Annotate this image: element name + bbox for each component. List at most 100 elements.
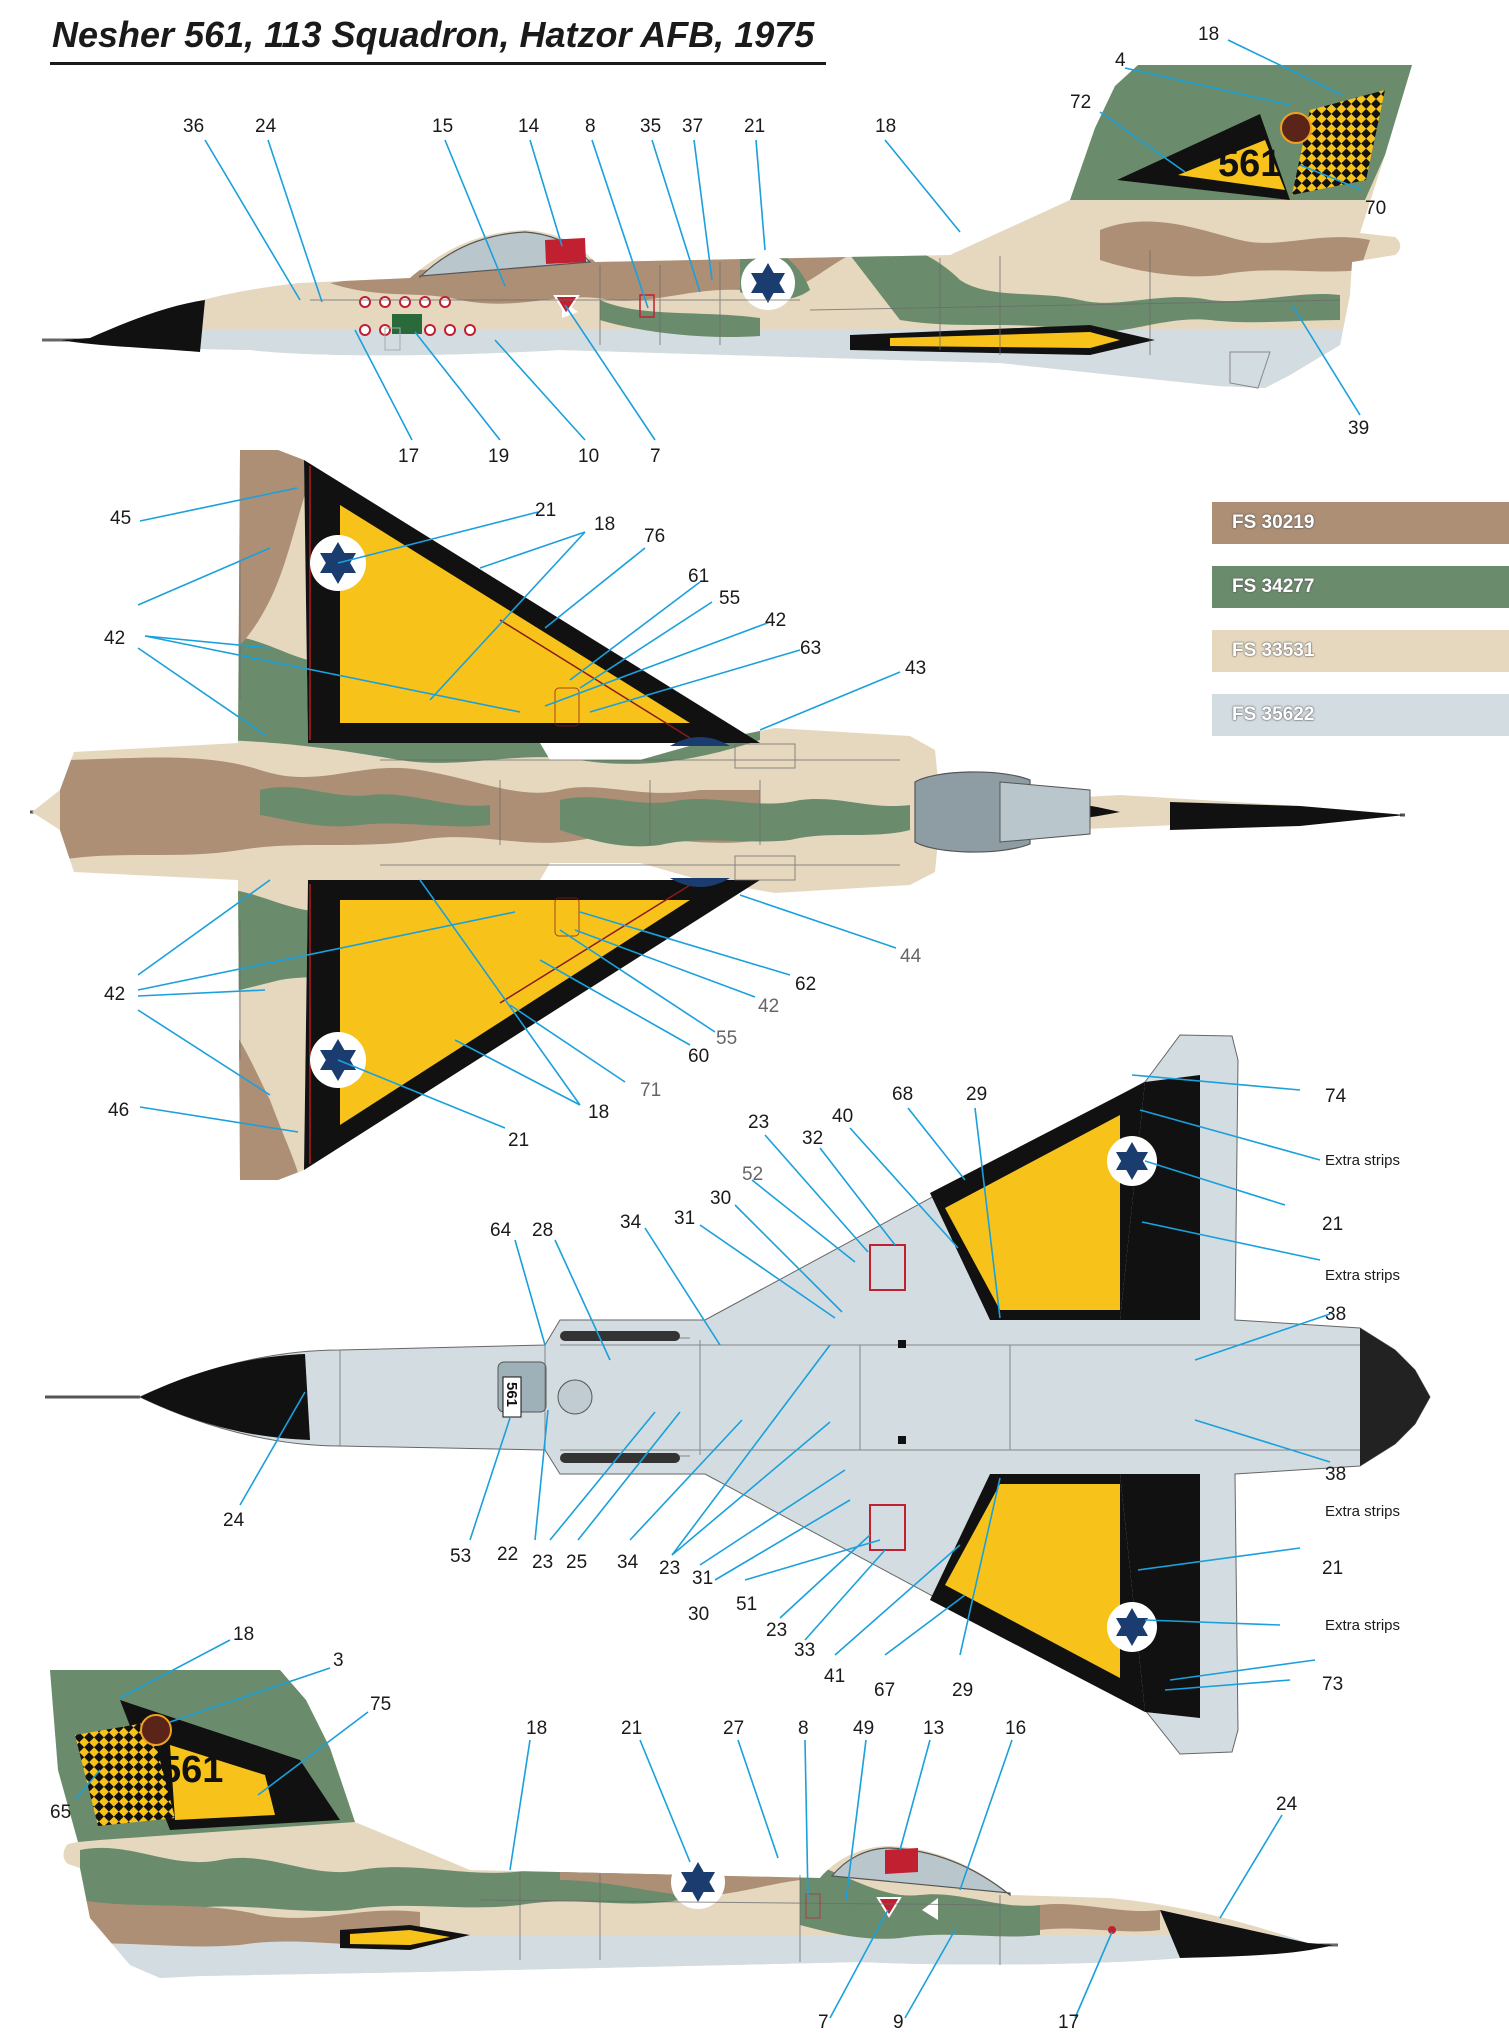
callout-label: 17 bbox=[1058, 2012, 1079, 2033]
belly-number: 561 bbox=[503, 1382, 520, 1407]
callout-label: 37 bbox=[682, 116, 703, 137]
callout-label: 7 bbox=[650, 446, 661, 467]
danger-triangle-icon bbox=[876, 1897, 902, 1918]
canopy-rescue-marking bbox=[885, 1848, 918, 1874]
swatch-label: FS 30219 bbox=[1232, 512, 1315, 533]
callout-label: 18 bbox=[233, 1624, 254, 1645]
tail-number: 561 bbox=[1218, 143, 1281, 185]
swatch-fs-35622: FS 35622 bbox=[1212, 694, 1509, 736]
callout-label: 67 bbox=[874, 1680, 895, 1701]
callout-label: 53 bbox=[450, 1546, 471, 1567]
callout-label: 23 bbox=[766, 1620, 787, 1641]
callout-label: 34 bbox=[617, 1552, 639, 1573]
callout-label: 22 bbox=[497, 1544, 518, 1565]
swatch-label: FS 34277 bbox=[1232, 576, 1315, 597]
callout-label: 14 bbox=[518, 116, 540, 137]
callout-label: 61 bbox=[688, 566, 709, 587]
swatch-fs-34277: FS 34277 bbox=[1212, 566, 1509, 608]
callout-label: 23 bbox=[659, 1558, 680, 1579]
callout-label: 30 bbox=[710, 1188, 731, 1209]
callout-label: 65 bbox=[50, 1802, 71, 1823]
callout-label: 23 bbox=[532, 1552, 553, 1573]
callout-label: 8 bbox=[585, 116, 596, 137]
swatch-fs-33531: FS 33531 bbox=[1212, 630, 1509, 672]
callout-label: 33 bbox=[794, 1640, 815, 1661]
ventral-fin bbox=[1229, 351, 1271, 389]
callout-label: 52 bbox=[742, 1164, 763, 1185]
nose-radome bbox=[1170, 802, 1405, 830]
page-title: Nesher 561, 113 Squadron, Hatzor AFB, 19… bbox=[52, 14, 815, 55]
callout-label: 13 bbox=[923, 1718, 944, 1739]
callout-label: 29 bbox=[966, 1084, 987, 1105]
callout-label: 16 bbox=[1005, 1718, 1026, 1739]
callout-label: 49 bbox=[853, 1718, 874, 1739]
nose-radome bbox=[140, 1354, 310, 1440]
callout-label: 28 bbox=[532, 1220, 553, 1241]
callout-label: 31 bbox=[692, 1568, 713, 1589]
callout-label: 10 bbox=[578, 446, 599, 467]
callout-label: 76 bbox=[644, 526, 665, 547]
callout-label: 43 bbox=[905, 658, 926, 679]
callout-label: 71 bbox=[640, 1080, 661, 1101]
callout-label: 38 bbox=[1325, 1464, 1346, 1485]
callout-label: Extra strips bbox=[1325, 1267, 1400, 1284]
star-of-david-icon bbox=[1116, 1608, 1148, 1646]
callout-label: 35 bbox=[640, 116, 661, 137]
swatch-label: FS 33531 bbox=[1232, 640, 1315, 661]
callout-label: 60 bbox=[688, 1046, 709, 1067]
callout-label: 18 bbox=[526, 1718, 547, 1739]
callout-label: 19 bbox=[488, 446, 509, 467]
nose-radome bbox=[1160, 1910, 1335, 1958]
star-of-david-icon bbox=[681, 1862, 715, 1902]
callout-label: 8 bbox=[798, 1718, 809, 1739]
callout-label: 9 bbox=[893, 2012, 904, 2033]
callout-label: 25 bbox=[566, 1552, 587, 1573]
callout-labels: 18 4 72 70 36 24 15 14 8 35 37 21 18 17 … bbox=[50, 24, 1400, 2033]
callout-label: 32 bbox=[802, 1128, 823, 1149]
callout-label: 29 bbox=[952, 1680, 973, 1701]
callout-label: 42 bbox=[104, 628, 125, 649]
callout-label: 24 bbox=[1276, 1794, 1298, 1815]
callout-label: 3 bbox=[333, 1650, 344, 1671]
callout-label: 38 bbox=[1325, 1304, 1346, 1325]
callout-label: 27 bbox=[723, 1718, 744, 1739]
callout-label: Extra strips bbox=[1325, 1152, 1400, 1169]
callout-label: 30 bbox=[688, 1604, 709, 1625]
callout-label: 36 bbox=[183, 116, 204, 137]
callout-label: 42 bbox=[765, 610, 786, 631]
callout-label: 42 bbox=[758, 996, 779, 1017]
wing-black-band-lower bbox=[1120, 1474, 1200, 1718]
title-underline bbox=[50, 62, 826, 65]
callout-label: 55 bbox=[716, 1028, 737, 1049]
callout-label: 4 bbox=[1115, 50, 1126, 71]
callout-label: 41 bbox=[824, 1666, 845, 1687]
tail-yellow-triangle bbox=[1178, 140, 1285, 190]
tail-yellow-triangle bbox=[170, 1745, 275, 1820]
wing-yellow-triangle-upper bbox=[945, 1115, 1120, 1310]
callout-label: 23 bbox=[748, 1112, 769, 1133]
fuselage-stripe-yellow bbox=[890, 332, 1120, 348]
callout-label: 70 bbox=[1365, 198, 1386, 219]
tail-checkerboard bbox=[75, 1722, 175, 1826]
callout-label: 18 bbox=[588, 1102, 609, 1123]
callout-label: 21 bbox=[621, 1718, 642, 1739]
right-side-view: 561 bbox=[50, 1670, 1338, 1978]
callout-label: 39 bbox=[1348, 418, 1369, 439]
callout-label: 34 bbox=[620, 1212, 642, 1233]
callout-label: 21 bbox=[508, 1130, 529, 1151]
callout-label: 74 bbox=[1325, 1086, 1347, 1107]
callout-label: 15 bbox=[432, 116, 453, 137]
callout-label: 18 bbox=[1198, 24, 1219, 45]
bottom-view: 561 bbox=[45, 1034, 1431, 1755]
callout-label: 46 bbox=[108, 1100, 129, 1121]
swatch-fs-30219: FS 30219 bbox=[1212, 502, 1509, 544]
intake-warning-triangle bbox=[922, 1898, 938, 1920]
canopy-rescue-marking bbox=[545, 238, 586, 264]
upper-wing-yellow-triangle bbox=[340, 505, 690, 723]
callout-label: 75 bbox=[370, 1694, 391, 1715]
canopy bbox=[830, 1847, 1011, 1897]
callout-label: 64 bbox=[490, 1220, 512, 1241]
jet-nozzle bbox=[1360, 1328, 1430, 1466]
wing-yellow-triangle-lower bbox=[945, 1484, 1120, 1678]
